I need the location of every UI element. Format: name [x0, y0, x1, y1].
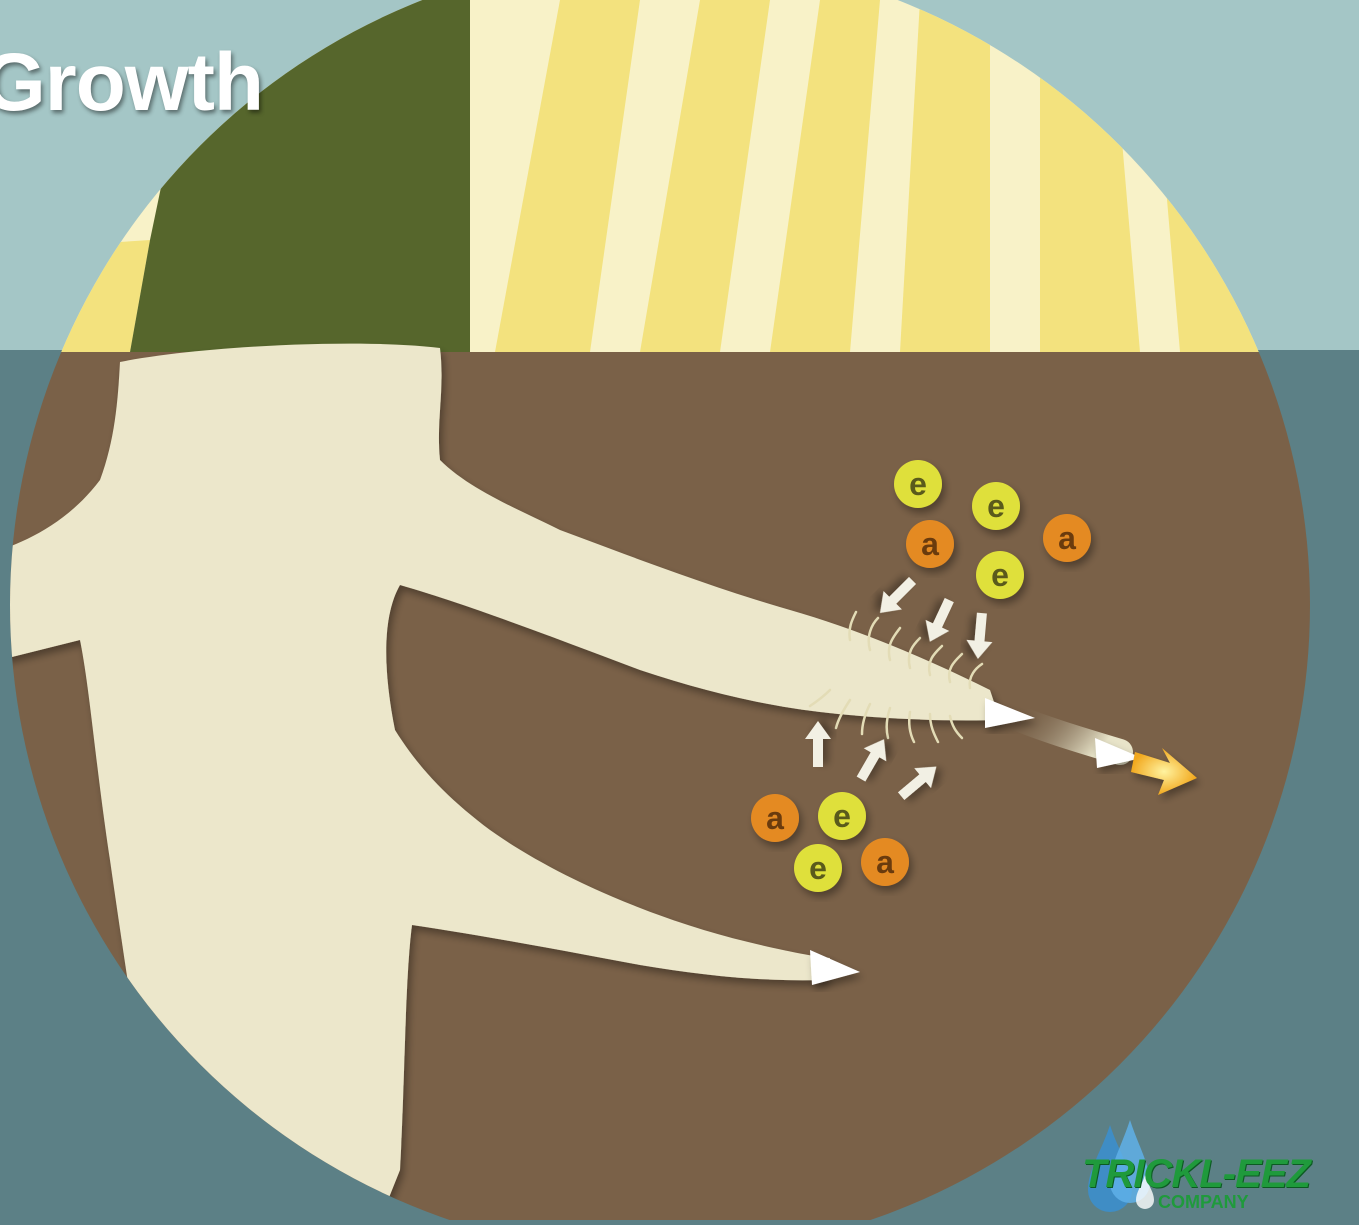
company-logo: TRICKL-EEZ COMPANY [1070, 1120, 1359, 1220]
nutrient-a: a [751, 794, 799, 842]
nutrient-label: a [921, 526, 939, 562]
nutrient-label: a [876, 844, 894, 880]
nutrient-a: a [906, 520, 954, 568]
nutrient-e: e [794, 844, 842, 892]
nutrient-a: a [861, 838, 909, 886]
nutrient-label: e [991, 557, 1009, 593]
nutrient-a: a [1043, 514, 1091, 562]
logo-subtitle: COMPANY [1158, 1192, 1249, 1213]
nutrient-label: e [833, 798, 851, 834]
page-title: Growth [0, 36, 263, 130]
nutrient-label: a [766, 800, 784, 836]
nutrient-label: a [1058, 520, 1076, 556]
nutrient-e: e [894, 460, 942, 508]
nutrient-label: e [909, 466, 927, 502]
nutrient-label: e [809, 850, 827, 886]
nutrient-e: e [972, 482, 1020, 530]
logo-name: TRICKL-EEZ [1082, 1152, 1310, 1197]
nutrient-e: e [976, 551, 1024, 599]
nutrient-e: e [818, 792, 866, 840]
nutrient-label: e [987, 488, 1005, 524]
